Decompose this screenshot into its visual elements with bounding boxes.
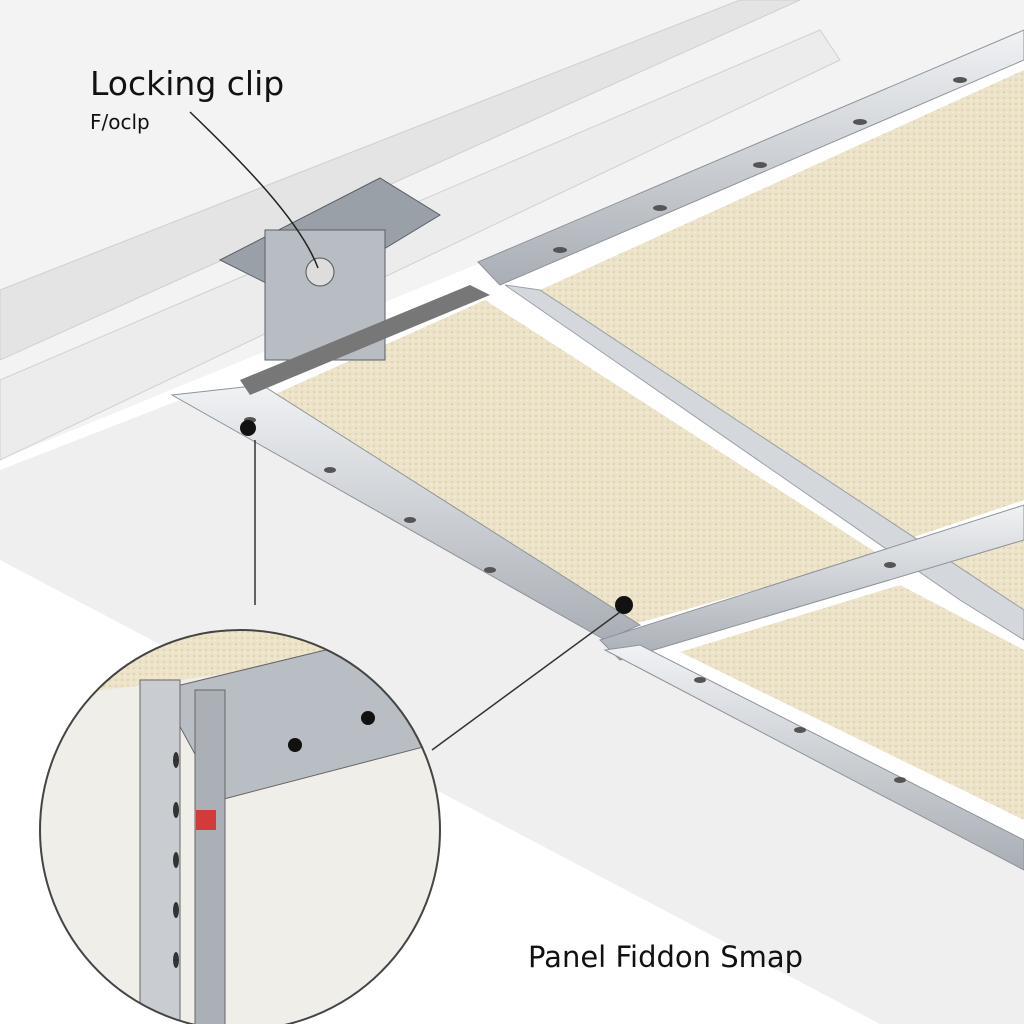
callout-subtitle: F/oclp	[90, 110, 150, 134]
ceiling-underside	[0, 400, 1024, 1024]
main-runner-lower	[603, 644, 1024, 871]
ceiling-panel	[945, 530, 1024, 615]
detail-leader	[431, 611, 621, 751]
wall-molding-lower	[0, 29, 841, 461]
clip-vent	[240, 285, 490, 395]
callout-leader	[189, 111, 319, 269]
clip-screw	[305, 257, 335, 287]
callout-title: Locking clip	[90, 64, 285, 103]
ceiling-panel	[680, 585, 1024, 820]
main-runner-top	[477, 29, 1024, 286]
fastener	[240, 420, 256, 436]
fastener	[615, 596, 633, 614]
wall-molding	[0, 0, 801, 361]
rail-slots	[244, 77, 967, 783]
main-runner-left	[170, 384, 642, 641]
caption: Panel Fiddon Smap	[528, 940, 804, 974]
ceiling-slab	[0, 0, 1024, 460]
ceiling-panel	[540, 70, 1024, 540]
ceiling-panel	[262, 300, 880, 628]
